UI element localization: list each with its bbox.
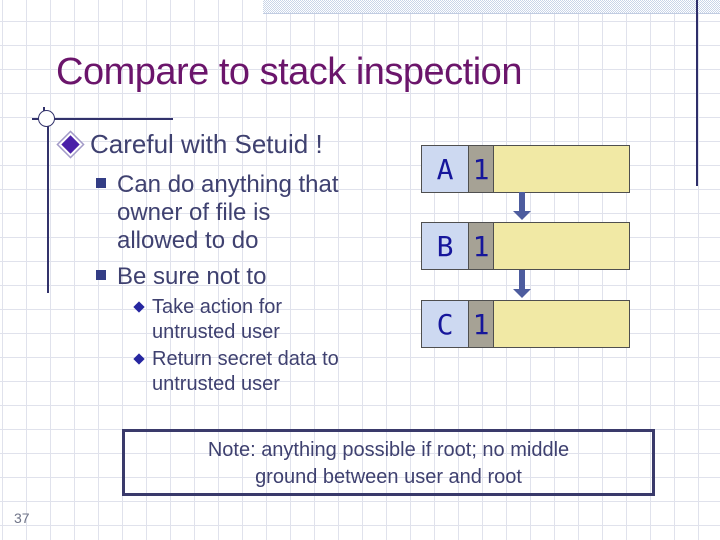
bullet-item-l2: Can do anything that owner of file is al… bbox=[96, 171, 339, 255]
bullet-item-l3: Return secret data to untrusted user bbox=[133, 347, 339, 397]
stack-row-a: A 1 bbox=[421, 145, 630, 193]
compass-ornament-vline bbox=[47, 119, 49, 293]
note-line: ground between user and root bbox=[255, 466, 522, 488]
slide-title: Compare to stack inspection bbox=[56, 51, 522, 93]
compass-circle-icon bbox=[38, 110, 55, 127]
bullet-l3-line: untrusted user bbox=[152, 321, 280, 343]
bullet-l3-line: untrusted user bbox=[152, 373, 280, 395]
stack-cell-label: C bbox=[422, 301, 469, 347]
down-arrow-icon bbox=[513, 270, 531, 298]
small-diamond-bullet-icon bbox=[133, 353, 145, 365]
stack-cell-label: A bbox=[422, 146, 469, 192]
bullet-item-l1: Careful with Setuid ! bbox=[60, 129, 323, 160]
stack-row-c: C 1 bbox=[421, 300, 630, 348]
stack-cell-frame bbox=[494, 146, 629, 192]
stack-row-b: B 1 bbox=[421, 222, 630, 270]
small-diamond-bullet-icon bbox=[133, 301, 145, 313]
page-number: 37 bbox=[14, 510, 30, 526]
bullet-l2-line: Be sure not to bbox=[117, 263, 267, 290]
note-line: Note: anything possible if root; no midd… bbox=[207, 439, 570, 461]
stack-cell-label: B bbox=[422, 223, 469, 269]
stack-cell-frame bbox=[494, 301, 629, 347]
bullet-l2-line: owner of file is bbox=[117, 199, 271, 226]
square-bullet-icon bbox=[96, 178, 106, 188]
bullet-l1-text: Careful with Setuid ! bbox=[90, 129, 323, 159]
stack-cell-frame bbox=[494, 223, 629, 269]
bullet-l2-line: Can do anything that bbox=[117, 171, 339, 198]
right-vertical-rule bbox=[696, 0, 698, 186]
note-box: Note: anything possible if root; no midd… bbox=[122, 429, 655, 496]
down-arrow-icon bbox=[513, 192, 531, 220]
square-bullet-icon bbox=[96, 270, 106, 280]
stack-cell-count: 1 bbox=[469, 223, 494, 269]
bullet-l3-line: Return secret data to bbox=[152, 348, 339, 370]
compass-ornament-hline bbox=[32, 118, 173, 120]
top-band-decoration bbox=[263, 0, 720, 14]
stack-cell-count: 1 bbox=[469, 301, 494, 347]
bullet-l3-line: Take action for bbox=[152, 296, 283, 318]
diamond-bullet-icon bbox=[61, 135, 80, 154]
bullet-l2-line: allowed to do bbox=[117, 227, 259, 254]
bullet-item-l3: Take action for untrusted user bbox=[133, 295, 283, 345]
bullet-item-l2: Be sure not to bbox=[96, 263, 266, 291]
stack-cell-count: 1 bbox=[469, 146, 494, 192]
